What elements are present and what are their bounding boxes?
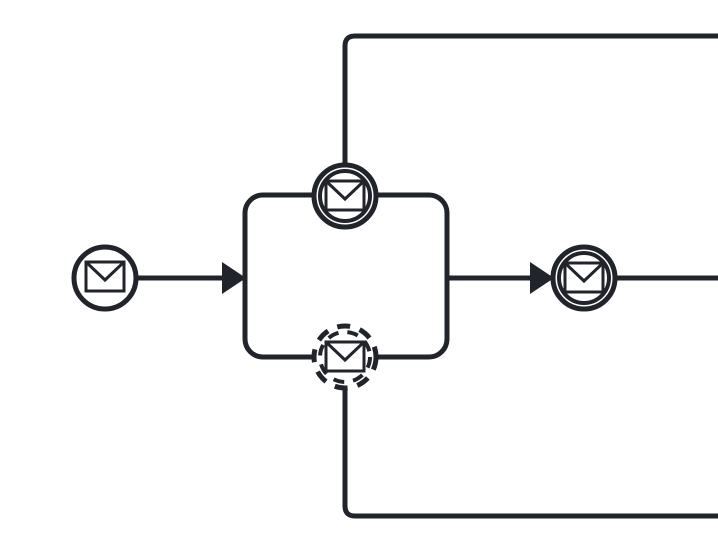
envelope-icon xyxy=(324,179,366,212)
start-message-event[interactable] xyxy=(71,244,139,312)
envelope-icon xyxy=(563,261,605,294)
boundary-message-event-top[interactable] xyxy=(311,162,379,230)
envelope-icon xyxy=(84,260,126,293)
arrow-head-icon xyxy=(530,262,554,294)
connection-layer xyxy=(137,33,718,519)
arrow-head-icon xyxy=(222,262,246,294)
envelope-icon xyxy=(324,340,366,373)
flow-task-to-intermediate[interactable] xyxy=(447,262,554,294)
intermediate-message-event-right[interactable] xyxy=(550,244,618,312)
flow-boundary-bottom-down-right[interactable] xyxy=(342,388,718,519)
flow-boundary-top-up-right[interactable] xyxy=(342,33,718,165)
flow-start-to-task[interactable] xyxy=(137,262,246,294)
boundary-message-event-bottom[interactable] xyxy=(311,323,379,391)
